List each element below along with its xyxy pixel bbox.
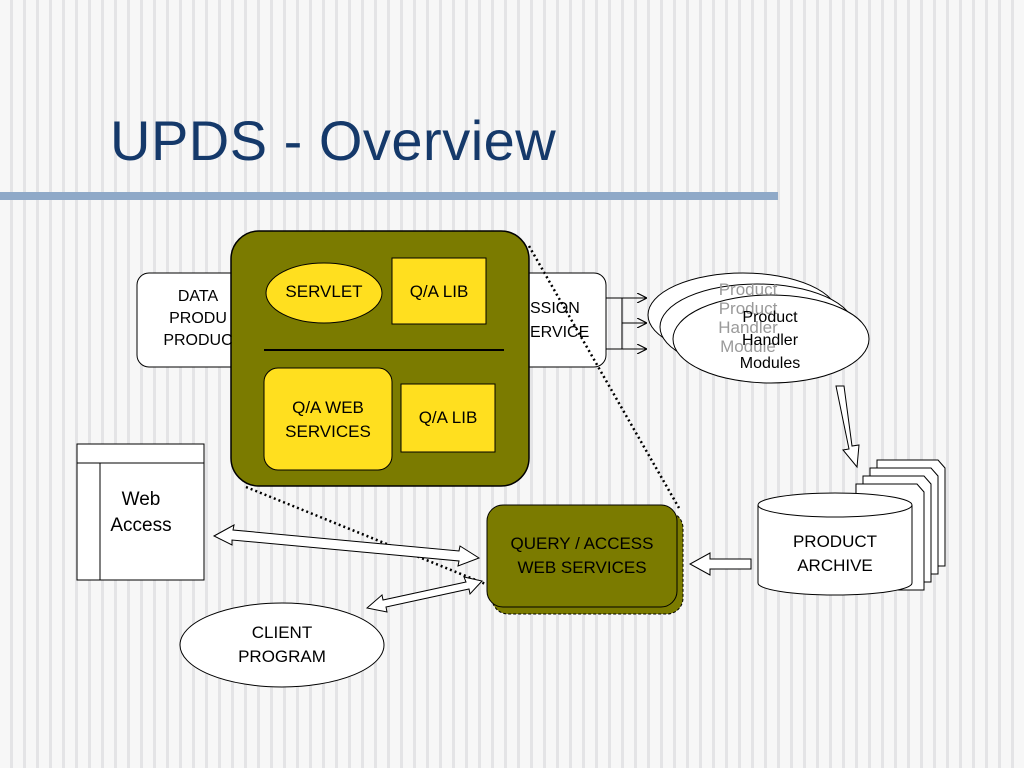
page-title: UPDS - Overview (110, 109, 557, 172)
dotted-link-right (527, 245, 681, 509)
client-query-double-arrow (365, 576, 483, 613)
client-program-label: CLIENT PROGRAM (238, 623, 326, 666)
title-divider (0, 192, 778, 200)
service-to-handler-arrows (606, 298, 646, 349)
servlet-label: SERVLET (285, 282, 363, 301)
web-access-label: Web Access (110, 489, 172, 536)
servlet-node (265, 262, 383, 324)
qa-lib-top-box (391, 257, 487, 325)
query-services-label: QUERY / ACCESS WEB SERVICES (510, 534, 654, 577)
qa-lib-bottom-box (400, 383, 496, 453)
ghost-handler-label: Product Product Handler Module (718, 280, 778, 356)
product-handler-label: Product Handler Modules (739, 309, 801, 372)
client-program-ellipse (179, 602, 385, 688)
web-access-window (76, 443, 205, 581)
data-products-label: DATA PRODU PRODUC (163, 288, 233, 349)
query-services-box (486, 504, 678, 608)
archive-to-query-arrow (688, 552, 752, 576)
ingestion-service-label: SSION ERVICE (530, 300, 590, 341)
handler-ellipse-front (672, 294, 870, 384)
qa-lib-top-label: Q/A LIB (409, 282, 469, 301)
dotted-link-left (245, 485, 489, 587)
qa-lib-bottom-label: Q/A LIB (418, 408, 478, 427)
handler-to-archive-arrow (835, 385, 860, 469)
qa-web-services-box (263, 367, 393, 471)
product-archive-label: PRODUCT ARCHIVE (792, 532, 878, 575)
product-archive-cylinder (757, 492, 913, 596)
web-query-double-arrow (212, 524, 481, 567)
qa-web-services-label: Q/A WEB SERVICES (285, 398, 371, 441)
